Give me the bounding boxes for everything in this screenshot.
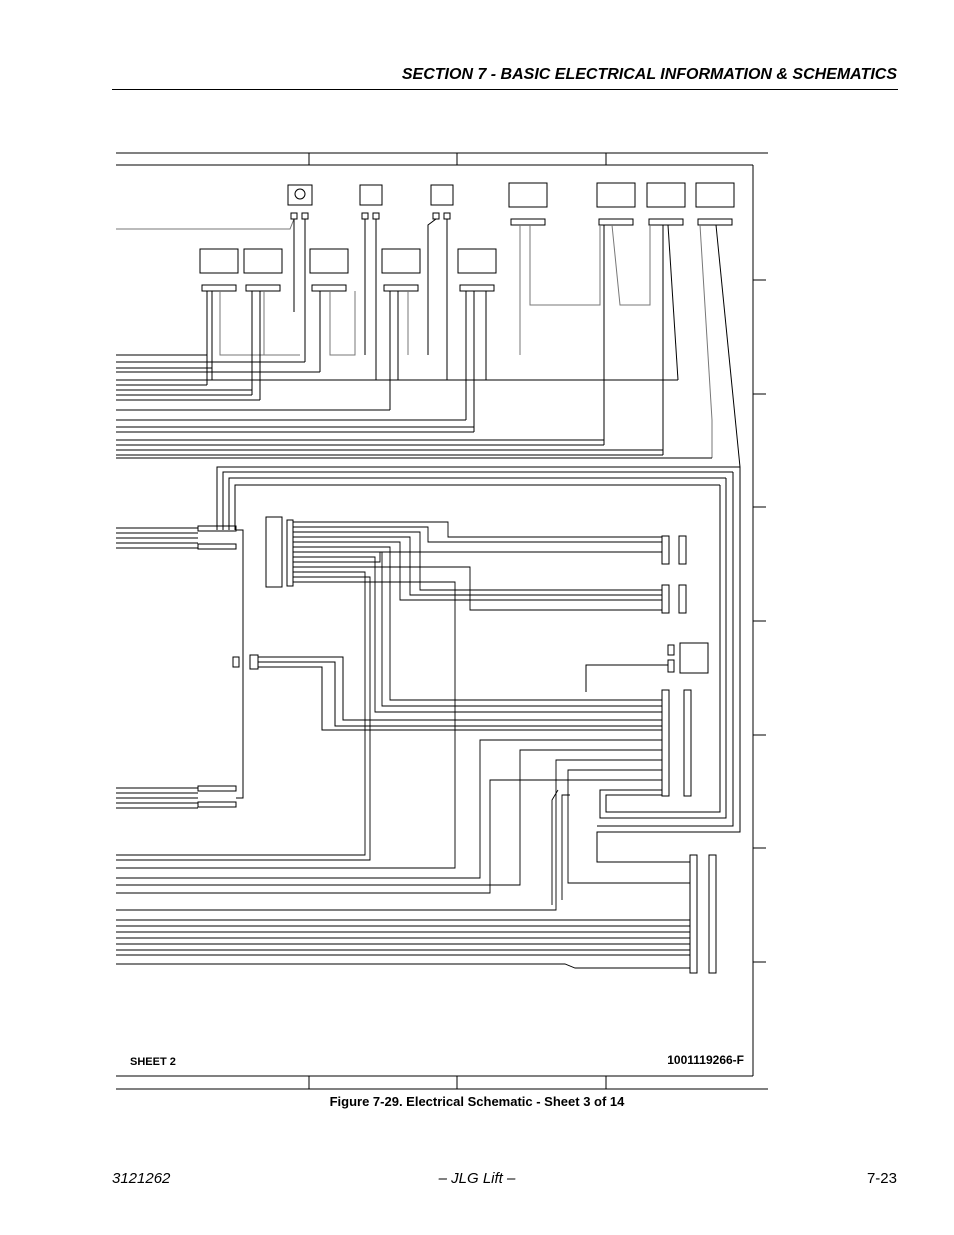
page-number: 7-23: [866, 1170, 897, 1187]
drawing-number: 1001119266-F: [667, 1053, 744, 1067]
document-number: 3121262: [112, 1170, 171, 1187]
section-title: SECTION 7 - BASIC ELECTRICAL INFORMATION…: [401, 66, 897, 83]
header-rule: [112, 89, 898, 90]
sheet-reference: SHEET 2: [130, 1056, 176, 1068]
footer-brand: – JLG Lift –: [438, 1170, 516, 1187]
figure-caption: Figure 7-29. Electrical Schematic - Shee…: [329, 1094, 625, 1109]
